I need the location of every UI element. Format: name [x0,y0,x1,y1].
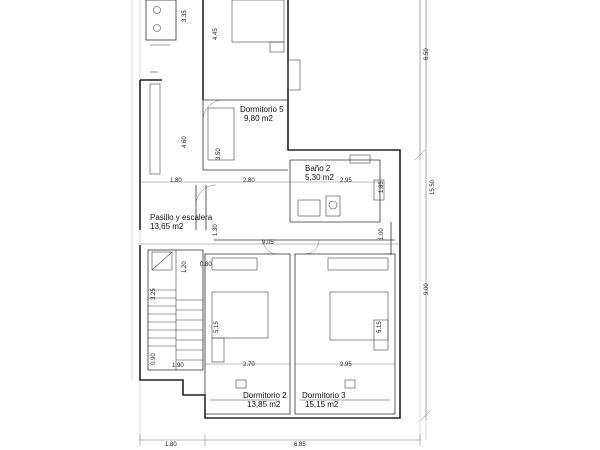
area-dormitorio-3: 15,15 m2 [305,400,339,409]
dim-9-00: 9.00 [424,283,430,295]
dim-5-15-d3: 5.15 [377,321,383,333]
dim-4-45: 4.45 [213,28,219,40]
dim-1-30: 1.30 [213,224,219,236]
dim-2-95-row: 2.95 [340,178,352,184]
upper-bath-fixtures [145,0,177,175]
room-dormitorio-2 [204,253,291,415]
dim-1-90: 1.90 [172,363,184,369]
corridor-walls [195,184,395,255]
mid-dimension-lines [140,181,400,365]
dim-4-60: 4.60 [182,136,188,148]
dim-5-15-d2: 5.15 [214,321,220,333]
right-dimension-lines [414,0,432,421]
dim-0-90: 0.90 [151,353,157,365]
area-dormitorio-2: 13,85 m2 [247,400,281,409]
dim-1-85: 1.85 [379,181,385,193]
room-dormitorio-5 [202,99,288,171]
upper-room-furniture [231,0,301,91]
dim-1-00: 1.00 [379,228,385,240]
bottom-dimension-lines [139,434,421,446]
label-bano-2: Baño 2 [305,164,331,173]
dim-15-50: 15.50 [430,179,436,195]
area-dormitorio-5: 9,80 m2 [244,114,273,123]
label-dormitorio-2: Dormitorio 2 [243,391,287,400]
room-bano-2 [289,154,385,223]
label-dormitorio-5: Dormitorio 5 [240,105,284,114]
dim-2-95-d3: 2.95 [340,362,352,368]
dim-6-85: 6.85 [294,442,306,448]
outer-walls [139,0,401,419]
area-bano-2: 5,30 m2 [305,173,334,182]
dim-9-05: 9.05 [262,240,274,246]
dim-6-50: 6.50 [424,48,430,60]
room-dormitorio-3 [294,253,396,415]
dim-3-50: 3.50 [216,148,222,160]
dim-0-80: 0.80 [200,262,212,268]
area-pasillo: 13,65 m2 [150,222,184,231]
dim-3-25: 3.25 [151,288,157,300]
dim-2-70: 2.70 [243,362,255,368]
dim-1-80-bottom: 1.80 [165,442,177,448]
dim-1-80-row: 1.80 [170,178,182,184]
dim-2-80: 2.80 [243,178,255,184]
label-dormitorio-3: Dormitorio 3 [302,391,346,400]
dim-1-20: 1.20 [182,261,188,273]
dim-3-35: 3.35 [182,10,188,22]
label-pasillo: Pasillo y escalera [150,213,213,222]
staircase [147,249,204,371]
